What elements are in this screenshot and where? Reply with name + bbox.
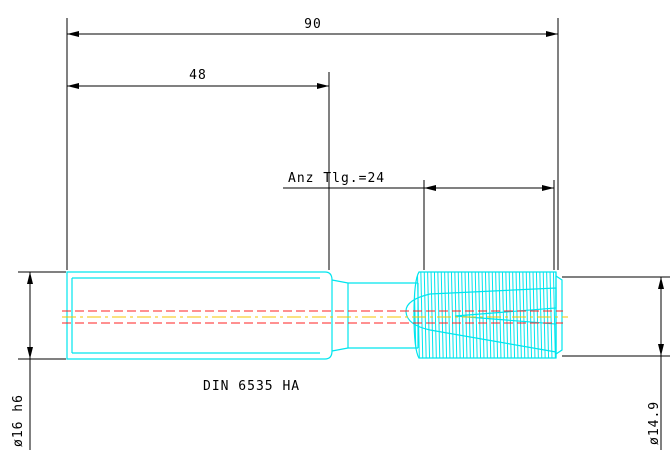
arrow-left (424, 185, 436, 191)
thread-diameter-label: ø14.9 (647, 401, 662, 445)
shank (66, 271, 333, 360)
thread-tooth (484, 272, 488, 358)
thread-hatching (414, 270, 559, 360)
thread-tooth (552, 272, 556, 358)
overall-length-label: 90 (304, 17, 322, 32)
dimension-overall-length: 90 (66, 17, 559, 270)
thread-tooth (515, 272, 519, 358)
thread-tooth (532, 272, 536, 358)
arrow-right (317, 83, 329, 89)
thread-tooth (505, 272, 509, 358)
thread-tooth (525, 272, 529, 358)
thread-tooth (440, 272, 444, 358)
thread-tooth (437, 272, 441, 358)
thread-tooth (508, 272, 512, 358)
thread-tooth (454, 272, 458, 358)
thread-tooth (450, 272, 454, 358)
thread-tooth (495, 272, 499, 358)
thread-tooth (491, 272, 495, 358)
thread-tooth (420, 272, 424, 358)
arrow-bottom (27, 347, 33, 359)
thread-tooth (457, 272, 461, 358)
thread-tooth (430, 272, 434, 358)
thread-tooth (535, 272, 539, 358)
arrow-right (542, 185, 554, 191)
thread-tooth (498, 272, 502, 358)
thread-tooth (518, 272, 522, 358)
thread-tooth (478, 272, 482, 358)
shank-length-label: 48 (189, 68, 207, 83)
dimension-shank-length: 48 (67, 68, 330, 270)
thread-tooth (501, 272, 505, 358)
thread-tooth (529, 272, 533, 358)
shank-diameter-label: ø16 h6 (11, 394, 26, 447)
arrow-left (67, 83, 79, 89)
dimension-shank-diameter: ø16 h6 (11, 271, 66, 450)
arrow-right (546, 31, 558, 37)
thread-tooth (512, 272, 516, 358)
thread-tooth (444, 272, 448, 358)
arrow-top (27, 272, 33, 284)
thread-tooth (557, 270, 559, 360)
neck (331, 279, 419, 352)
thread-tooth (427, 272, 431, 358)
thread-zone (405, 270, 563, 360)
part-standard-label: DIN 6535 HA (203, 379, 300, 394)
thread-tooth (549, 272, 553, 358)
thread-tooth (423, 272, 427, 358)
thread-tooth (546, 272, 550, 358)
arrow-top (658, 277, 664, 289)
thread-length-label: Anz Tlg.=24 (288, 171, 385, 186)
thread-tooth (447, 272, 451, 358)
thread-tooth (433, 272, 437, 358)
thread-tooth (542, 272, 546, 358)
thread-tooth (522, 272, 526, 358)
arrow-left (67, 31, 79, 37)
thread-tooth (488, 272, 492, 358)
thread-tooth (474, 272, 478, 358)
tool-outline (66, 270, 563, 360)
dimension-thread-diameter: ø14.9 (562, 276, 670, 450)
thread-tooth (481, 272, 485, 358)
arrow-bottom (658, 344, 664, 356)
thread-tooth (416, 272, 420, 358)
centerlines (62, 310, 568, 324)
dimension-thread-length: Anz Tlg.=24 (283, 171, 555, 270)
thread-tooth (539, 272, 543, 358)
